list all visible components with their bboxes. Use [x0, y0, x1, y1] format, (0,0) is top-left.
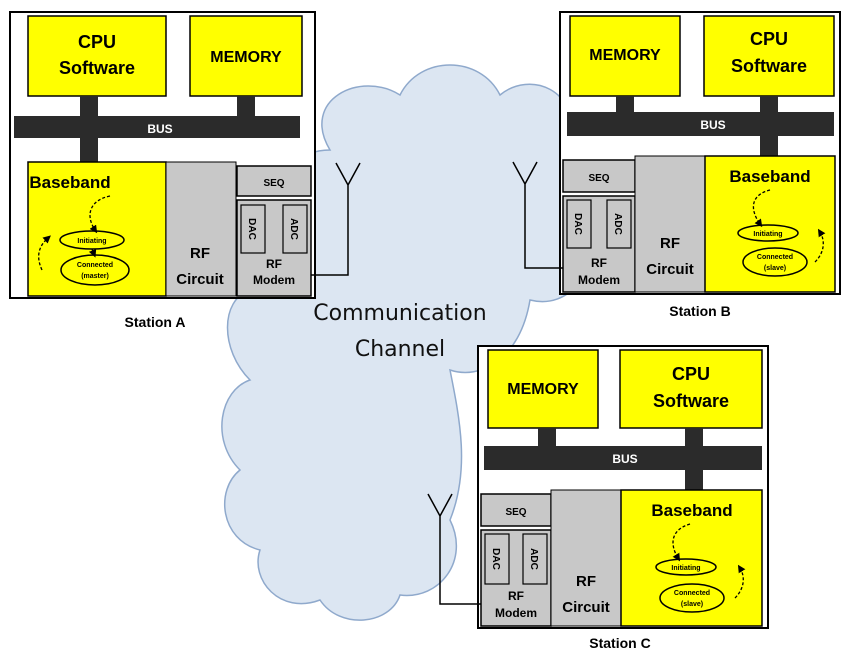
modem-label: Modem: [578, 273, 620, 287]
antenna-icon: [427, 493, 481, 605]
state-connected: [659, 583, 725, 613]
dac-label: DAC: [246, 218, 257, 240]
bus-label: BUS: [147, 122, 172, 136]
circuit-label: Circuit: [562, 599, 610, 616]
rf-label: RF: [190, 245, 210, 262]
baseband-label: Baseband: [651, 501, 732, 520]
baseband-label: Baseband: [29, 173, 110, 192]
software-label: Software: [59, 58, 135, 78]
antenna-icon: [311, 162, 361, 276]
dac-box: [484, 533, 510, 585]
memory-label: MEMORY: [589, 47, 661, 64]
cpu-software-box: [703, 15, 835, 97]
modem-label: Modem: [495, 606, 537, 620]
rf-circuit-box: [550, 489, 622, 627]
station-b: MEMORY CPU Software BUS SEQ DAC ADC RF M…: [512, 11, 841, 319]
dac-label: DAC: [490, 548, 501, 570]
adc-box: [606, 199, 632, 249]
state-initiating-label: Initiating: [671, 565, 700, 572]
station-c: MEMORY CPU Software BUS SEQ DAC ADC RF M…: [427, 345, 769, 651]
state-initiating: [655, 558, 717, 576]
channel-label-line1: Communication: [313, 301, 486, 326]
rf-circuit-box: [634, 155, 706, 293]
adc-box: [282, 204, 308, 254]
station-name: Station C: [589, 635, 650, 651]
bus-bar: [567, 112, 834, 136]
state-connected-label: Connected: [757, 254, 793, 261]
cpu-label: CPU: [672, 364, 710, 384]
state-initiating-label: Initiating: [753, 231, 782, 238]
bus-label: BUS: [612, 452, 637, 466]
station-a: CPU Software MEMORY BUS Baseband Initiat…: [9, 11, 361, 330]
station-name: Station A: [125, 314, 186, 330]
bus-label: BUS: [700, 118, 725, 132]
state-connected: [742, 247, 808, 277]
baseband-label: Baseband: [729, 167, 810, 186]
seq-box: [480, 493, 552, 527]
rf-label: RF: [660, 235, 680, 252]
memory-label: MEMORY: [210, 49, 282, 66]
seq-box: [236, 165, 312, 197]
memory-label: MEMORY: [507, 381, 579, 398]
state-connected-label: Connected: [674, 590, 710, 597]
bus-bar: [484, 446, 762, 470]
state-initiating: [737, 224, 799, 242]
cpu-software-box: [27, 15, 167, 97]
modem-rf-label: RF: [591, 256, 607, 270]
memory-box: [569, 15, 681, 97]
modem-label: Modem: [253, 273, 295, 287]
cpu-label: CPU: [750, 29, 788, 49]
circuit-label: Circuit: [646, 261, 694, 278]
cpu-software-box: [619, 349, 763, 429]
software-label: Software: [731, 56, 807, 76]
adc-label: ADC: [288, 218, 299, 240]
baseband-box: [704, 155, 836, 293]
modem-rf-label: RF: [266, 257, 282, 271]
adc-box: [522, 533, 548, 585]
dac-box: [240, 204, 266, 254]
software-label: Software: [653, 391, 729, 411]
state-role-label: (slave): [764, 265, 786, 272]
state-role-label: (master): [81, 273, 109, 280]
cpu-label: CPU: [78, 32, 116, 52]
state-initiating-label: Initiating: [77, 238, 106, 245]
adc-label: ADC: [528, 548, 539, 570]
adc-label: ADC: [612, 213, 623, 235]
channel-label-line2: Channel: [355, 337, 445, 362]
rf-circuit-box: [165, 161, 237, 297]
seq-label: SEQ: [263, 178, 284, 189]
seq-label: SEQ: [588, 173, 609, 184]
state-role-label: (slave): [681, 601, 703, 608]
seq-label: SEQ: [505, 507, 526, 518]
antenna-icon: [512, 161, 563, 269]
bus-bar: [14, 116, 300, 138]
modem-rf-label: RF: [508, 589, 524, 603]
dac-label: DAC: [572, 213, 583, 235]
rf-label: RF: [576, 573, 596, 590]
memory-box: [189, 15, 303, 97]
state-connected-label: Connected: [77, 262, 113, 269]
station-name: Station B: [669, 303, 730, 319]
baseband-box: [620, 489, 763, 627]
dac-box: [566, 199, 592, 249]
circuit-label: Circuit: [176, 271, 224, 288]
